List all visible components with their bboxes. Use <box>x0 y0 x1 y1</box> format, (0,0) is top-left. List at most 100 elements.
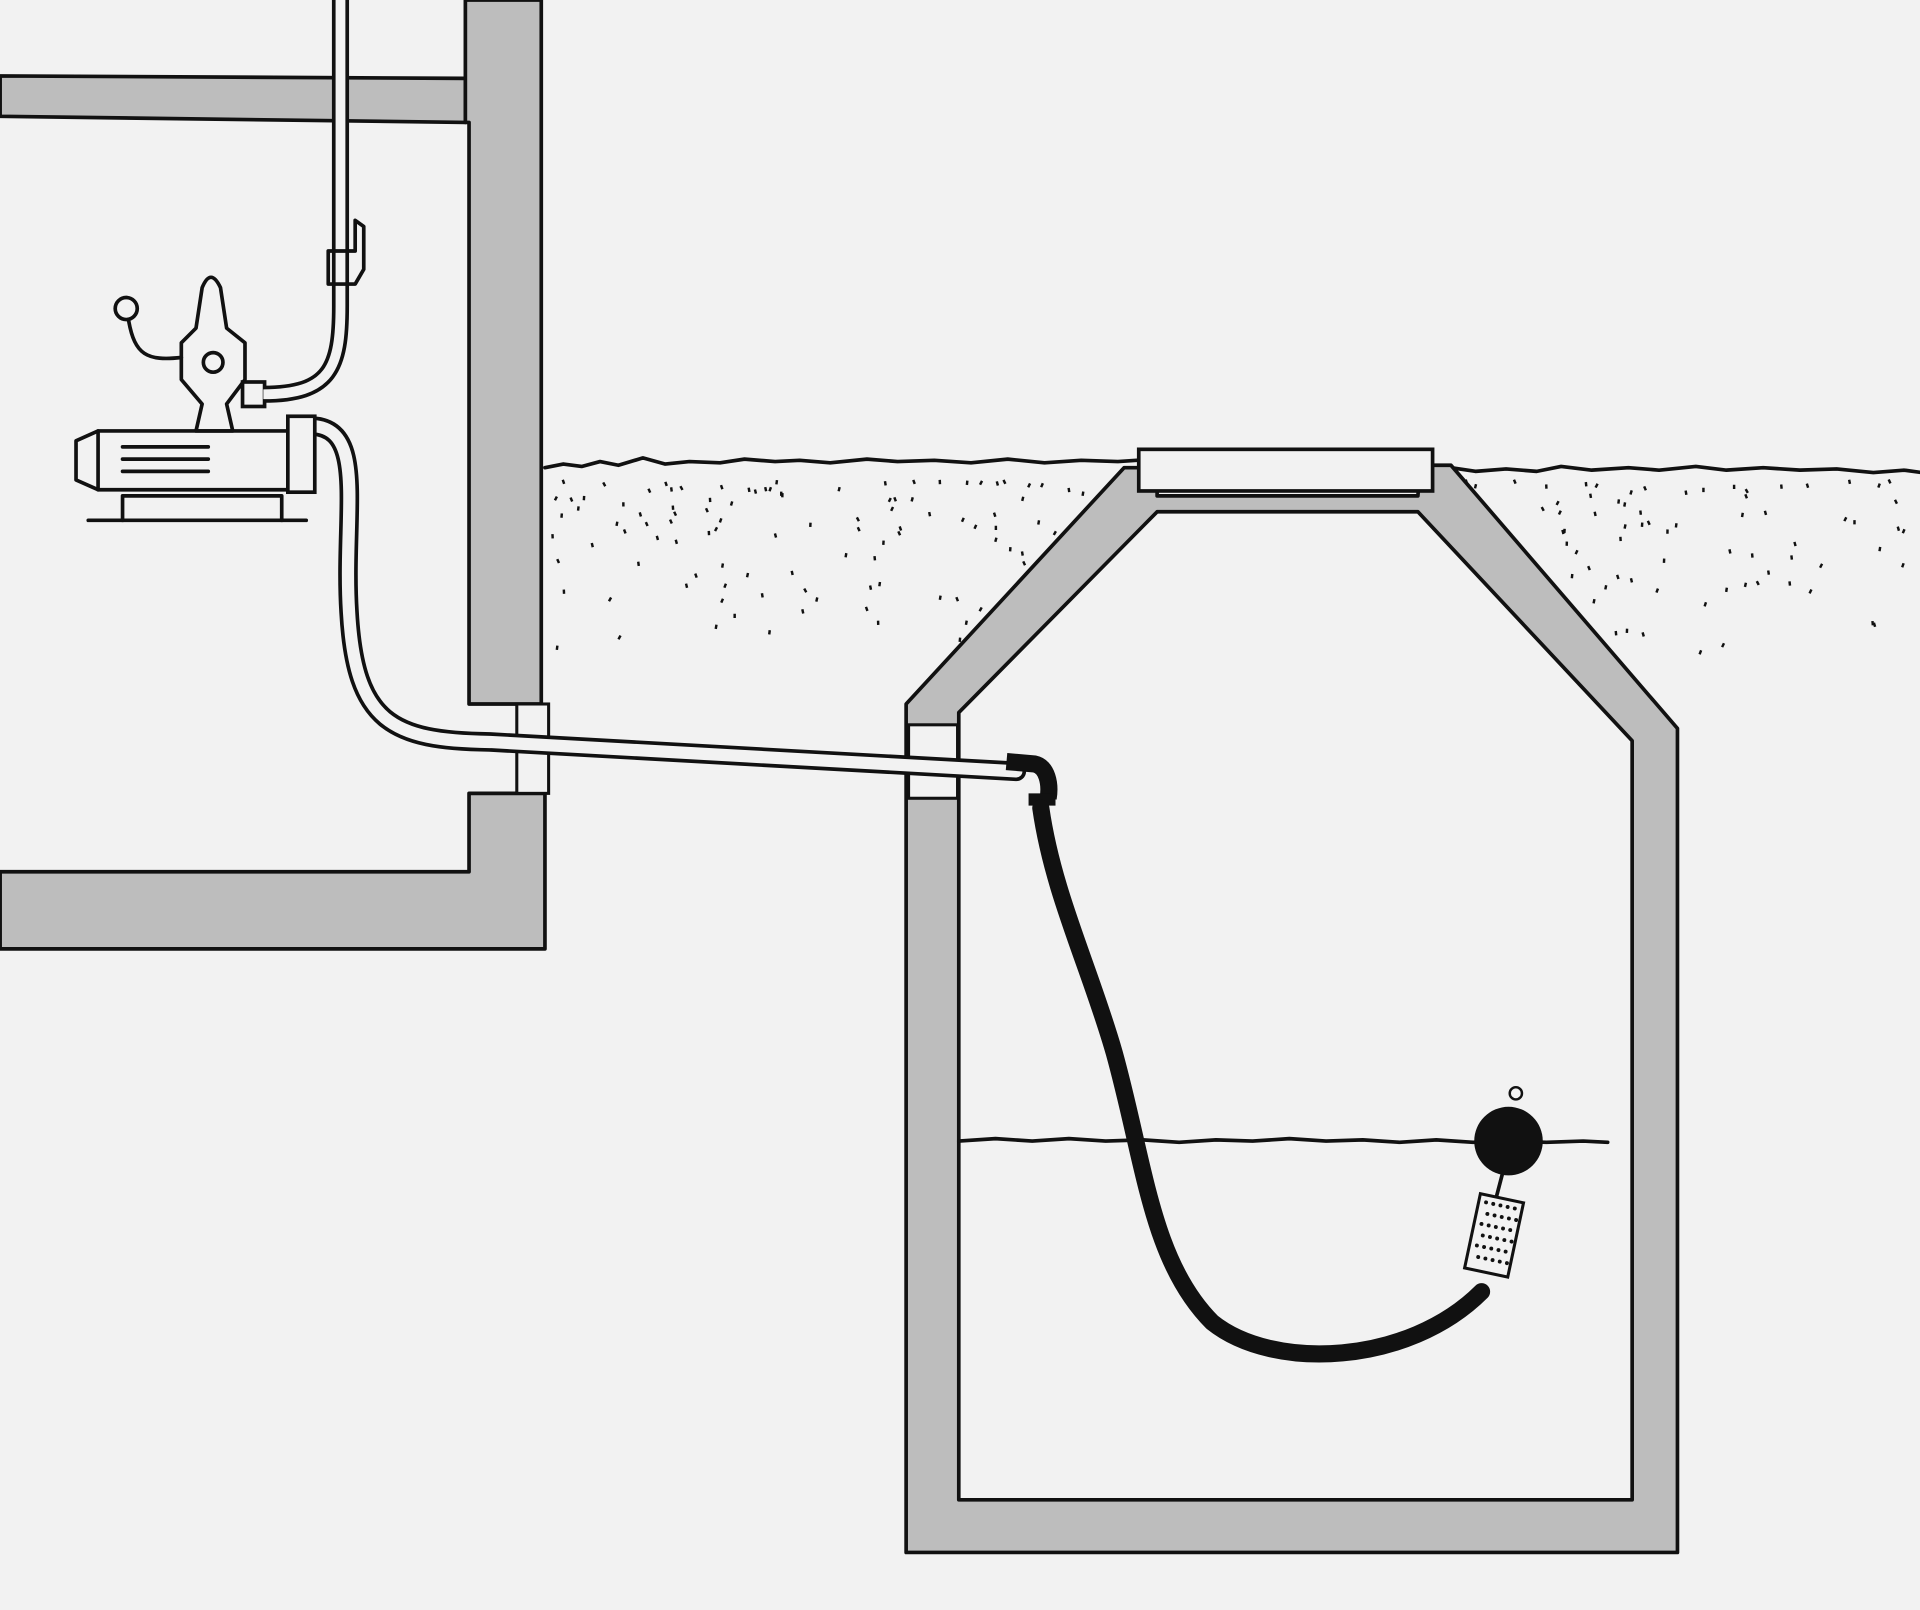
soil-dot <box>1655 588 1660 594</box>
soil-dot <box>1592 598 1596 604</box>
soil-dot <box>1779 484 1783 489</box>
soil-dot <box>1040 482 1044 488</box>
soil-dot <box>1617 499 1621 504</box>
soil-dot <box>569 497 574 502</box>
soil-dot <box>1878 546 1882 552</box>
soil-dot <box>938 595 942 601</box>
tank-lid <box>1136 447 1435 493</box>
filter-hole <box>1474 1243 1479 1248</box>
soil-dot <box>1872 622 1877 628</box>
soil-dot <box>1008 547 1012 552</box>
soil-dot <box>1081 491 1085 496</box>
soil-dot <box>1818 563 1824 569</box>
ground <box>543 456 1920 655</box>
soil-dot <box>995 481 1000 486</box>
intake-filter <box>1462 1191 1526 1279</box>
soil-dot <box>733 613 736 619</box>
filter-hole <box>1484 1200 1489 1205</box>
soil-dot <box>638 512 643 517</box>
float-eye <box>1508 1085 1524 1101</box>
soil-dot <box>694 573 698 579</box>
soil-dot <box>720 598 725 604</box>
filter-mesh <box>1474 1200 1519 1266</box>
soil-dot <box>1767 570 1771 575</box>
soil-dot <box>912 479 916 485</box>
soil-dot <box>674 539 679 545</box>
filter-hole <box>1503 1249 1508 1254</box>
soil-dot <box>1629 490 1633 495</box>
house-wall-upper <box>463 0 544 706</box>
soil-dot <box>720 563 725 568</box>
soil-dot <box>1674 523 1678 528</box>
soil-dot <box>878 581 882 587</box>
soil-dot <box>655 535 660 541</box>
soil-dot <box>790 570 794 576</box>
soil-dot <box>864 606 869 612</box>
soil-dot <box>551 534 554 539</box>
filter-hole <box>1504 1261 1509 1266</box>
filter-hole <box>1512 1206 1517 1211</box>
soil-dot <box>992 512 997 518</box>
soil-dot <box>876 620 880 625</box>
soil-dot <box>768 630 771 635</box>
soil-dot <box>760 593 764 598</box>
soil-dot <box>644 521 649 527</box>
pressure-gauge <box>113 295 140 322</box>
soil-dot <box>1555 500 1560 506</box>
soil-dot <box>1557 510 1562 516</box>
soil-dot <box>873 555 877 561</box>
soil-dot <box>1587 565 1591 571</box>
soil-dot <box>1623 524 1627 529</box>
soil-dot <box>890 506 895 512</box>
soil-dot <box>910 497 914 502</box>
soil-dot <box>1574 549 1579 555</box>
soil-dot <box>1561 529 1565 535</box>
filter-hole <box>1482 1245 1487 1249</box>
ground-line <box>543 456 1920 475</box>
soil-dot <box>1629 577 1634 583</box>
soil-dot <box>1623 502 1627 507</box>
pump-unit <box>74 0 366 523</box>
soil-dot <box>1052 530 1057 536</box>
filter-hole <box>1496 1248 1501 1253</box>
soil-dot <box>704 507 709 513</box>
soil-dot <box>928 511 932 517</box>
soil-dot <box>1703 601 1708 607</box>
soil-dot <box>775 479 779 485</box>
soil-dot <box>965 480 969 486</box>
soil-dot <box>1853 520 1856 525</box>
soil-dot <box>809 522 812 528</box>
soil-dot <box>1732 484 1736 490</box>
soil-dot <box>1684 490 1688 496</box>
soil-dot <box>1540 506 1545 512</box>
soil-dot <box>1027 482 1032 488</box>
filter-hole <box>1491 1201 1496 1206</box>
soil-dot <box>1020 551 1024 556</box>
filter-hole <box>1505 1205 1510 1209</box>
filter-hole <box>1498 1203 1503 1208</box>
soil-dot <box>887 497 892 503</box>
soil-dot <box>1021 496 1025 502</box>
outlet-fitting <box>240 380 267 409</box>
soil-dot <box>647 488 652 494</box>
soil-dot <box>602 481 607 487</box>
pump-head <box>286 414 317 495</box>
soil-dot <box>684 583 689 589</box>
soil-dot <box>898 526 903 531</box>
soil-dot <box>714 624 718 630</box>
soil-dot <box>803 587 808 593</box>
soil-dot <box>718 517 723 523</box>
delivery-pipe-outer <box>263 0 350 403</box>
filter-hole <box>1497 1259 1502 1264</box>
soil-dot <box>964 620 968 626</box>
soil-dot <box>958 637 962 643</box>
delivery-valve <box>326 218 366 286</box>
filter-hole <box>1483 1256 1488 1261</box>
soil-dot <box>1643 485 1647 491</box>
soil-dot <box>994 525 998 531</box>
soil-dot <box>1740 512 1744 518</box>
filter-hole <box>1490 1258 1495 1263</box>
float-ball <box>1474 1106 1543 1176</box>
soil-dot <box>607 596 613 602</box>
soil-dot <box>555 645 559 651</box>
